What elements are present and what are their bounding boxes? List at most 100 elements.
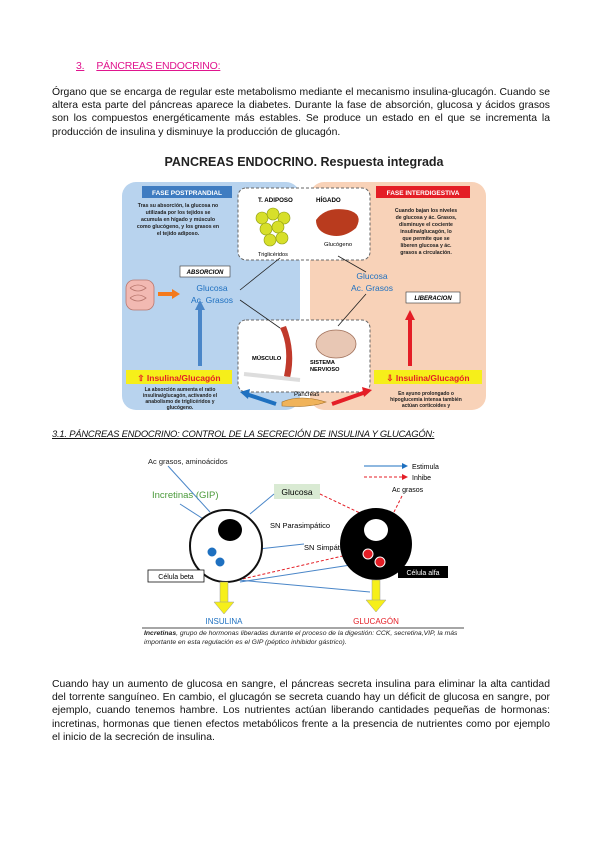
glucagon-arrowhead: [365, 599, 387, 613]
pancreas-right-arrowhead: [362, 387, 372, 397]
bottom-right-line-3: actúan corticoides y: [402, 403, 451, 409]
ratio-up-label: ⇧ Insulina/Glucagón: [137, 373, 220, 383]
pancreas-left-arrowhead: [240, 389, 250, 399]
beta-granule-2: [214, 556, 226, 568]
muscle-label: MÚSCULO: [252, 355, 282, 362]
postprandial-line-1: Tras su absorción, la glucosa no: [138, 203, 218, 209]
legend-stimulate-arrowhead: [402, 463, 408, 469]
interdigestive-text: Cuando bajan los niveles de glucosa y ác…: [395, 208, 457, 256]
pancreas-label: Páncreas: [294, 392, 319, 398]
flow-lines: [239, 255, 367, 329]
fatty-acids-amino-label: Ac grasos, aminoácidos: [148, 457, 228, 466]
muscle-icon: [280, 326, 293, 378]
bottom-left-line-4: glucógeno.: [167, 405, 194, 411]
bottom-left-line-3: anabolismo de triglicéridos y: [145, 399, 214, 405]
beta-granule-1: [206, 546, 218, 558]
pancreas-right-arrow: [331, 390, 367, 406]
section-number: 3.: [76, 60, 85, 72]
interdigestive-line-4: insulina/glucagón, lo: [400, 229, 452, 235]
absorcion-box: [179, 265, 231, 278]
closing-paragraph: Cuando hay un aumento de glucosa en sang…: [52, 679, 550, 743]
ratio-down-label: ⇩ Insulina/Glucagón: [386, 373, 469, 383]
interdigestive-line-1: Cuando bajan los niveles: [395, 208, 457, 214]
interdigestive-line-3: disminuye el cociente: [399, 222, 453, 228]
bottom-left-line-2: insulina/glucagón, activando el: [143, 393, 218, 399]
legend-stimulate-label: Estimula: [412, 464, 439, 471]
figure-caption: Incretinas, grupo de hormonas liberadas …: [144, 630, 464, 647]
absorption-arrowhead: [172, 289, 180, 299]
adipose-cells-icon: [255, 207, 291, 247]
bottom-left-line-1: La absorción aumenta el ratio: [145, 387, 216, 393]
glucagon-arrow-shaft: [371, 579, 381, 603]
pancreas-icon: [281, 397, 327, 407]
liberacion-box: [405, 291, 461, 304]
incretins-label: Incretinas (GIP): [152, 490, 219, 501]
liver-icon: [316, 209, 359, 236]
postprandial-header: [142, 186, 232, 198]
alpha-cell: [340, 508, 412, 580]
liver-label: HÍGADO: [316, 196, 341, 204]
subsection-title: 3.1. PÁNCREAS ENDOCRINO: CONTROL DE LA S…: [52, 428, 435, 439]
fatty-acids-right-label: Ac. Grasos: [351, 283, 393, 293]
postprandial-line-5: el tejido adiposo.: [157, 231, 200, 237]
postprandial-line-4: como glucógeno, y los grasos en: [137, 224, 219, 230]
figure-title: PANCREAS ENDOCRINO. Respuesta integrada: [165, 155, 445, 169]
interdigestive-line-5: que permite que se: [402, 236, 449, 242]
insulin-up-arrowhead: [195, 300, 205, 310]
section-title: 3. PÁNCREAS ENDOCRINO:: [76, 60, 221, 72]
legend-inhibit-label: Inhibe: [412, 475, 431, 482]
caption-bold: Incretinas: [144, 630, 177, 637]
interdigestive-line-6: liberen glucosa y ác.: [400, 243, 452, 249]
alpha-granule-1: [362, 548, 374, 560]
pancreas-left-arrow: [245, 392, 277, 406]
liberacion-label: LIBERACION: [414, 296, 452, 302]
pancreas-integrated-response-figure: PANCREAS ENDOCRINO. Respuesta integrada …: [120, 148, 488, 412]
postprandial-bottom-text: La absorción aumenta el ratio insulina/g…: [143, 387, 218, 411]
insulin-label: INSULINA: [206, 617, 244, 626]
postprandial-line-3: acumula en hígado y músculo: [141, 217, 215, 223]
beta-cell-label-box: [147, 569, 205, 583]
ratio-up-box: [126, 370, 232, 384]
glucose-label: Glucosa: [281, 487, 312, 497]
interdigestive-line-2: de glucosa y ác. Grasos,: [396, 215, 457, 221]
absorcion-label: ABSORCION: [186, 270, 224, 276]
alpha-granule-2: [374, 556, 386, 568]
glycogen-label: Glucógeno: [324, 242, 352, 248]
inhibition-arrows: [237, 493, 403, 581]
interdigestive-bottom-text: En ayuno prolongado o hipoglucemia inten…: [390, 391, 462, 409]
adipose-label: T. ADIPOSO: [258, 197, 293, 204]
intestine-icon: [125, 279, 155, 311]
bottom-right-line-1: En ayuno prolongado o: [398, 391, 454, 397]
parasympathetic-label: SN Parasimpático: [270, 521, 330, 530]
section-title-text: PÁNCREAS ENDOCRINO:: [96, 60, 221, 72]
alpha-cell-nucleus: [364, 519, 388, 541]
insulin-glucagon-secretion-figure: Ac grasos, aminoácidos Estimula Inhibe A…: [142, 457, 464, 647]
nervous-system-label-1: SISTEMA: [310, 360, 335, 366]
glucagon-label: GLUCAGÓN: [353, 617, 399, 626]
beta-cell-label: Célula beta: [158, 574, 194, 581]
glucose-left-label: Glucosa: [196, 283, 227, 293]
insulin-arrowhead: [213, 601, 235, 615]
alpha-cell-label: Célula alfa: [406, 570, 439, 577]
intro-paragraph: Órgano que se encarga de regular este me…: [52, 87, 550, 138]
ratio-down-box: [374, 370, 482, 384]
interdigestive-line-7: grasos a circulación.: [400, 250, 452, 256]
fatty-acids-left-label: Ac. Grasos: [191, 295, 233, 305]
bottom-right-line-2: hipoglucemia intensa también: [390, 397, 462, 403]
brain-icon: [315, 329, 357, 359]
interdigestive-header: [376, 186, 470, 198]
beta-cell-nucleus: [218, 519, 242, 541]
caption-text: , grupo de hormonas liberadas durante el…: [144, 630, 458, 646]
glucagon-up-arrowhead: [405, 310, 415, 320]
glucose-box: [274, 484, 320, 499]
postprandial-text: Tras su absorción, la glucosa no utiliza…: [137, 203, 219, 237]
leg-icon: [243, 372, 301, 382]
sympathetic-label: SN Simpático: [304, 543, 349, 552]
postprandial-header-text: FASE POSTPRANDIAL: [152, 190, 222, 197]
glucose-right-label: Glucosa: [356, 271, 387, 281]
fatty-acids-label: Ac grasos: [392, 487, 424, 494]
alpha-cell-label-box: [398, 566, 448, 578]
interdigestive-header-text: FASE INTERDIGESTIVA: [387, 190, 460, 197]
caption-container: Incretinas, grupo de hormonas liberadas …: [144, 630, 464, 647]
postprandial-line-2: utilizada por los tejidos se: [146, 210, 211, 216]
